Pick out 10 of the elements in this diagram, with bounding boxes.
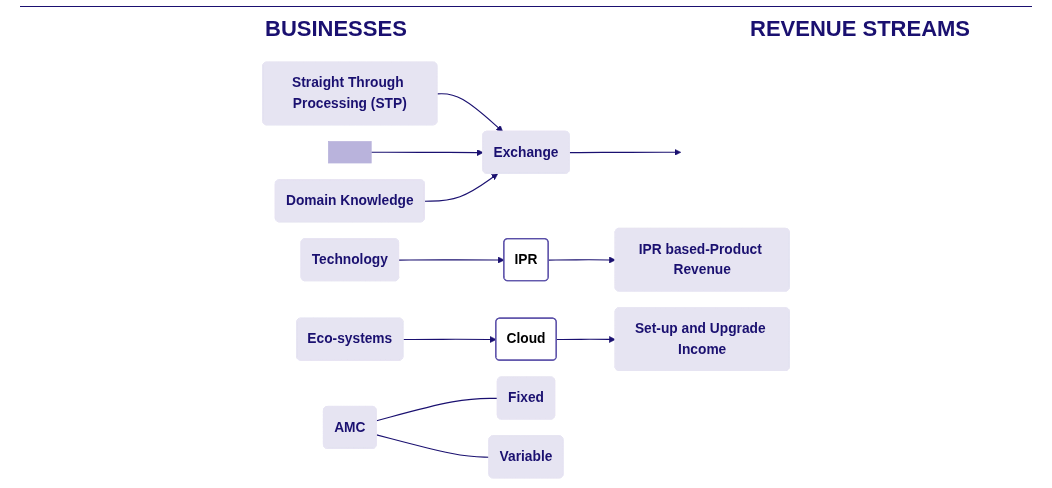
column-heading: REVENUE STREAMS [750, 16, 971, 42]
connector [376, 434, 490, 458]
connector [376, 397, 499, 422]
arrow [424, 173, 499, 202]
arrow [370, 149, 484, 156]
node-plus [328, 141, 372, 164]
arrow [569, 148, 682, 156]
arrow [436, 93, 504, 132]
column-heading: BUSINESSES [265, 16, 407, 42]
arrow [556, 336, 616, 343]
